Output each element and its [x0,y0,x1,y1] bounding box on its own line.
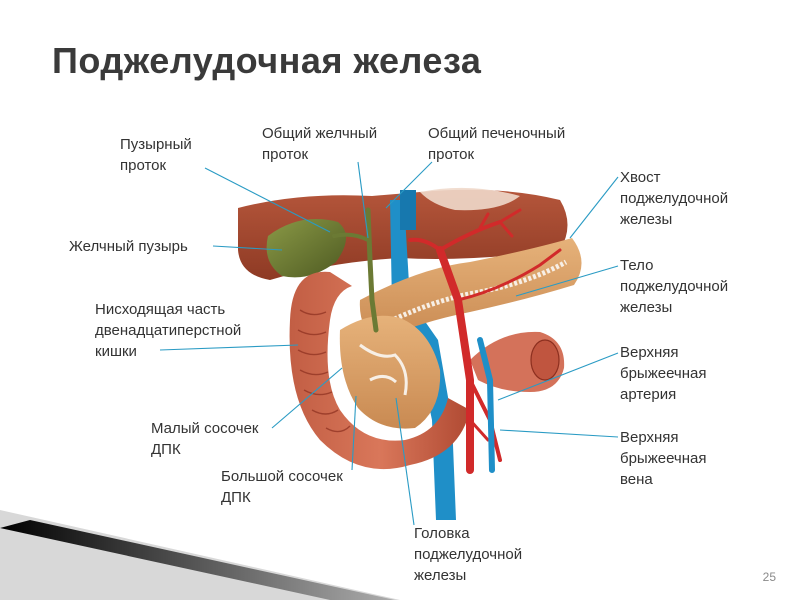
label-duodenum-descending: Нисходящая часть двенадцатиперстной кишк… [95,301,242,360]
leader-duodenum [159,344,299,351]
label-pancreas-tail: Хвост поджелудочной железы [620,169,729,228]
leader-pancreas-tail [569,176,619,239]
label-major-papilla: Большой сосочек ДПК [221,468,343,506]
page-number: 25 [762,570,776,584]
label-pancreas-body: Тело поджелудочной железы [620,257,729,316]
gallbladder [266,219,347,278]
leader-smv [499,429,619,438]
label-pancreas-head: Головка поджелудочной железы [414,525,523,584]
liver-cut-face [420,187,520,211]
duodenum [289,271,470,470]
leader-major-papilla [351,395,357,471]
superior-mesenteric-vein [477,337,495,473]
slide-shadow-dark [0,520,395,600]
duodenum-folds [297,309,351,433]
label-minor-papilla: Малый сосочек ДПК [151,420,259,458]
pancreas-head-ducts [359,343,408,396]
slide-shadow [0,510,400,600]
leader-minor-papilla [271,367,343,429]
leader-gallbladder [212,245,283,251]
leader-common-hepatic-duct [385,161,433,209]
label-smv: Верхняя брыжеечная вена [620,429,707,488]
label-sma: Верхняя брыжеечная артерия [620,344,707,403]
leader-pancreas-body [515,265,619,297]
page-title: Поджелудочная железа [52,40,482,81]
leader-common-bile-duct [357,161,369,239]
pancreas-head [339,315,441,429]
leader-cystic-duct [204,167,331,233]
label-gallbladder: Желчный пузырь [69,238,188,255]
pancreas-body-tail [359,238,582,340]
leader-sma [497,352,619,401]
jejunum-lumen [530,339,560,381]
label-cystic-duct: Пузырный проток [120,136,192,174]
cystic-duct-shape [332,232,370,242]
vena-cava [400,190,416,230]
common-bile-duct [365,207,379,333]
label-common-hepatic-duct: Общий печеночный проток [428,125,566,163]
label-common-bile-duct: Общий желчный проток [262,125,378,163]
leader-pancreas-head [395,397,415,526]
pancreatic-duct [370,259,568,333]
leader-lines [159,161,619,526]
